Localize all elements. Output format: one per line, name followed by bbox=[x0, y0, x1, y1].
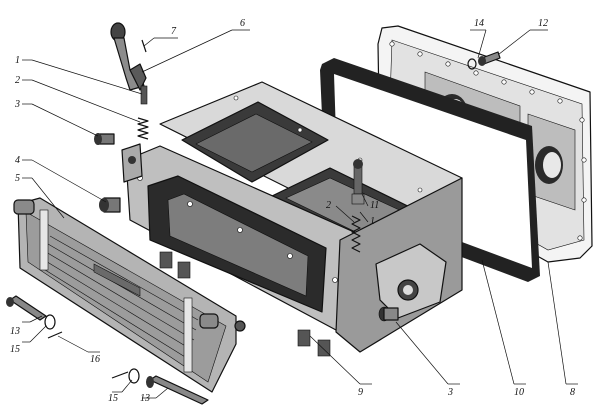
callout-bolt-small: 4 bbox=[15, 155, 20, 166]
callout-inner-pin: 11 bbox=[370, 200, 379, 211]
callout-inner-pin-b: 1 bbox=[370, 216, 375, 227]
callout-inner-spring: 2 bbox=[326, 200, 331, 211]
callout-pin: 1 bbox=[15, 55, 20, 66]
callout-bolt-right: 3 bbox=[447, 387, 453, 398]
callout-washer-bottom: 15 bbox=[108, 393, 118, 404]
callout-housing: 9 bbox=[358, 387, 363, 398]
leader-lines bbox=[22, 29, 578, 399]
bolt-small bbox=[99, 197, 121, 213]
lever-spring bbox=[137, 117, 149, 140]
screw bbox=[478, 51, 501, 66]
callout-cotter-pin: 16 bbox=[90, 354, 100, 365]
callout-rod-bolt-bottom: 13 bbox=[140, 393, 150, 404]
lever bbox=[110, 22, 147, 91]
callout-rod-bolt-left: 13 bbox=[10, 326, 20, 337]
washer-top bbox=[467, 58, 477, 70]
housing bbox=[121, 81, 463, 357]
callout-washer-left: 15 bbox=[10, 344, 20, 355]
callout-bolt-left: 3 bbox=[14, 99, 20, 110]
washer-bottom bbox=[111, 368, 140, 384]
cotter-pin-left bbox=[47, 331, 63, 339]
lever-pin bbox=[140, 85, 148, 105]
callout-gasket: 10 bbox=[514, 387, 524, 398]
callout-handle: 7 bbox=[171, 26, 177, 37]
bolt-right bbox=[378, 306, 399, 322]
rod-bolt-left bbox=[6, 295, 47, 321]
bolt-left bbox=[94, 133, 115, 145]
cover-plate bbox=[13, 197, 246, 393]
washer-left bbox=[44, 314, 56, 330]
rod-bolt-bottom bbox=[146, 375, 209, 405]
callout-washer-top: 14 bbox=[474, 18, 484, 29]
callout-side-cover: 8 bbox=[570, 387, 575, 398]
callout-spring: 2 bbox=[15, 75, 20, 86]
callout-screw: 12 bbox=[538, 18, 548, 29]
inner-pin-assembly bbox=[351, 159, 365, 253]
callouts: 7 6 1 2 3 4 5 13 15 16 15 13 9 3 10 8 12… bbox=[10, 18, 575, 404]
callout-cover-plate: 5 bbox=[15, 173, 20, 184]
callout-lever: 6 bbox=[240, 18, 245, 29]
